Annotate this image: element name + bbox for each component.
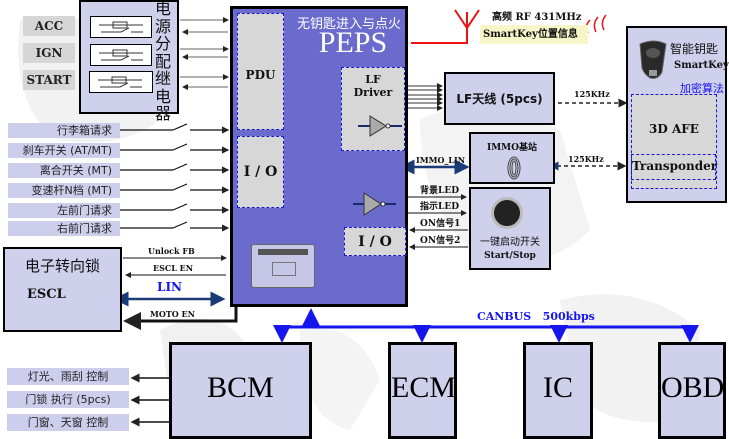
start-input-label: START xyxy=(23,70,75,90)
relay-char: 继 xyxy=(154,69,171,88)
start-stop-lines xyxy=(408,194,468,250)
escl-box: 电子转向锁 ESCL xyxy=(3,247,122,332)
bcm-output-windows-sunroof: 门窗、天窗 控制 xyxy=(7,414,129,431)
lf-antenna-freq-label: 125KHz xyxy=(574,89,610,99)
lf-driver-block: LF Driver xyxy=(341,67,405,151)
relay-char: 器 xyxy=(154,104,171,123)
start-stop-label-cn: 一键启动开关 xyxy=(480,237,540,248)
immo-label: IMMO基站 xyxy=(487,143,537,153)
immo-freq-label: 125KHz xyxy=(568,154,604,164)
start-stop-box: 一键启动开关 Start/Stop xyxy=(469,187,551,270)
pdu-label: PDU xyxy=(245,68,276,82)
smartkey-box: 智能钥匙 SmartKey 加密算法 3D AFE Transponder xyxy=(626,26,729,203)
bcm-output-door-locks: 门锁 执行 (5pcs) xyxy=(7,391,129,408)
switch-input-neutral: 变速杆N档 (MT) xyxy=(8,183,120,198)
escl-title-cn: 电子转向锁 xyxy=(25,257,101,275)
obd-box: OBD xyxy=(658,342,726,439)
ecu-module-label-strip xyxy=(258,249,308,255)
lf-driver-label-line2: Driver xyxy=(353,86,393,99)
key-fob-icon xyxy=(639,40,667,79)
signal-on-1: ON信号1 xyxy=(420,219,461,229)
switch-input-clutch: 离合开关 (MT) xyxy=(8,163,120,178)
io-left-block: I / O xyxy=(237,136,284,208)
canbus-lines xyxy=(273,308,699,343)
ic-box: IC xyxy=(523,342,593,439)
obd-label: OBD xyxy=(661,371,725,404)
peps-title-en: PEPS xyxy=(318,26,388,59)
smartkey-subtitle: SmartKey xyxy=(674,60,729,71)
ign-input-label: IGN xyxy=(23,43,75,63)
acc-input-label: ACC xyxy=(23,16,75,36)
relay-ign xyxy=(90,44,152,66)
ic-label: IC xyxy=(543,371,573,404)
signal-background-led: 背景LED xyxy=(420,186,459,196)
peps-module: 无钥匙进入与点火 PEPS PDU I / O LF Driver I / O xyxy=(230,6,408,307)
start-stop-button-icon xyxy=(491,197,523,229)
lf-antenna-box: LF天线 (5pcs) xyxy=(444,72,555,125)
lf-driver-label: LF Driver xyxy=(342,73,404,99)
relay-acc xyxy=(90,16,152,38)
bcm-output-lights-wipers: 灯光、雨刮 控制 xyxy=(7,368,129,385)
transponder-block: Transponder xyxy=(631,154,718,180)
bcm-output-lines xyxy=(130,373,170,427)
moto-en-label: MOTO EN xyxy=(150,309,195,319)
bcm-box: BCM xyxy=(169,342,312,439)
afe-label: 3D AFE xyxy=(649,122,699,136)
amplifier-icon xyxy=(358,115,402,137)
smartkey-position-info: SmartKey位置信息 xyxy=(480,25,588,44)
escl-lines xyxy=(113,255,238,330)
switch-lines xyxy=(120,123,230,232)
io-left-label: I / O xyxy=(243,164,278,180)
relay-char: 源 xyxy=(154,16,171,36)
relay-char: 配 xyxy=(154,51,171,71)
relay-peps-lines xyxy=(180,17,229,90)
ecu-module-window xyxy=(272,262,296,276)
relay-char: 电 xyxy=(154,86,171,106)
switch-input-left-door: 左前门请求 xyxy=(8,203,120,218)
transponder-label: Transponder xyxy=(632,159,718,173)
unlock-fb-label: Unlock FB xyxy=(148,246,195,256)
afe-block: 3D AFE xyxy=(631,94,717,189)
canbus-label: CANBUS 500kbps xyxy=(477,310,595,323)
smartkey-title: 智能钥匙 xyxy=(670,42,719,56)
signal-on-2: ON信号2 xyxy=(420,236,461,246)
immo-lin-label: IMMO_LIN xyxy=(416,155,466,165)
relay-start xyxy=(89,71,153,93)
ecu-module-icon xyxy=(251,244,315,288)
relay-char: 分 xyxy=(154,34,171,53)
escl-title-en: ESCL xyxy=(27,287,66,302)
signal-indicator-led: 指示LED xyxy=(420,202,459,212)
crypto-algorithm-label: 加密算法 xyxy=(680,82,724,95)
io-right-block: I / O xyxy=(344,227,406,256)
bcm-label: BCM xyxy=(207,371,274,404)
buffer-amplifier-icon xyxy=(353,192,396,216)
power-relay-label: 电 源 分 配 继 电 器 xyxy=(153,0,173,123)
start-stop-label-en: Start/Stop xyxy=(484,251,536,261)
pdu-block: PDU xyxy=(237,13,284,130)
immo-box: IMMO基站 xyxy=(469,132,555,184)
switch-input-right-door: 右前门请求 xyxy=(8,221,120,236)
io-right-label: I / O xyxy=(358,234,392,250)
peps-title-cn: 无钥匙进入与点火 xyxy=(296,17,401,32)
escl-en-label: ESCL EN xyxy=(153,263,194,273)
lf-antenna-label: LF天线 (5pcs) xyxy=(456,92,543,106)
power-relay-box xyxy=(79,0,179,114)
rf-frequency-label: 高频 RF 431MHz xyxy=(492,12,582,23)
ecm-label: ECM xyxy=(391,371,457,404)
relay-char: 电 xyxy=(154,0,171,18)
coil-icon xyxy=(507,156,521,180)
ecm-box: ECM xyxy=(388,342,457,439)
lf-driver-label-line1: LF xyxy=(365,73,381,86)
switch-input-trunk: 行李箱请求 xyxy=(8,123,120,138)
lf-antenna-lines xyxy=(408,83,443,111)
lin-label: LIN xyxy=(157,280,183,294)
switch-input-brake: 刹车开关 (AT/MT) xyxy=(8,143,120,158)
